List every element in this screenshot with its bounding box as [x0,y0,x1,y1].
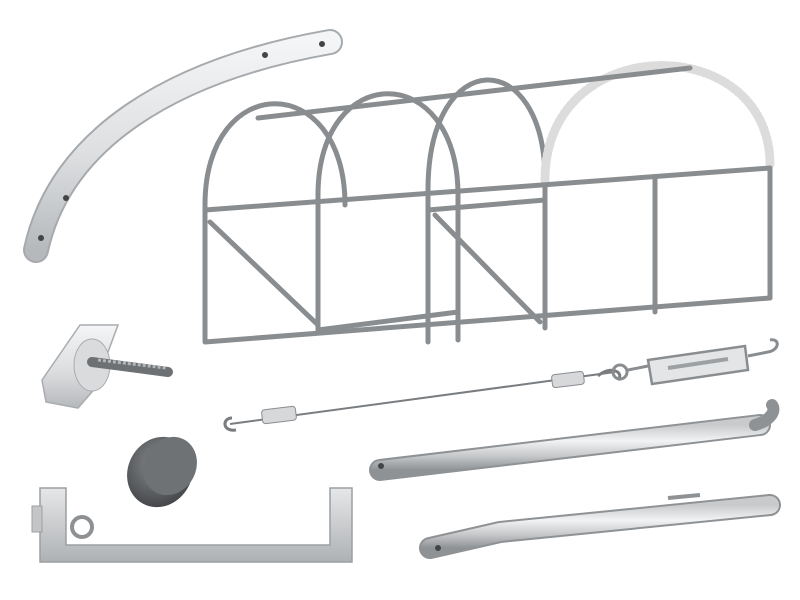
arch-2 [315,91,461,343]
ground-peg-pointed [419,493,781,559]
arch-1 [202,101,348,343]
arch-insert [540,61,775,185]
wing-screw-clamp [41,324,173,409]
greenhouse-frame [202,61,775,345]
base-bar [202,295,773,345]
ground-peg-with-hook [369,399,780,481]
ridge-bar [255,65,693,121]
diagonal-brace-2 [432,212,543,325]
side-bar-left [202,165,773,213]
u-shaped-bracket [31,487,353,563]
arch-3 [425,77,548,345]
plastic-end-cap [127,436,197,508]
diagonal-brace-1 [207,219,321,328]
tension-cable [223,368,622,432]
turnbuckle [611,338,779,386]
curved-plastic-profile [23,29,343,263]
